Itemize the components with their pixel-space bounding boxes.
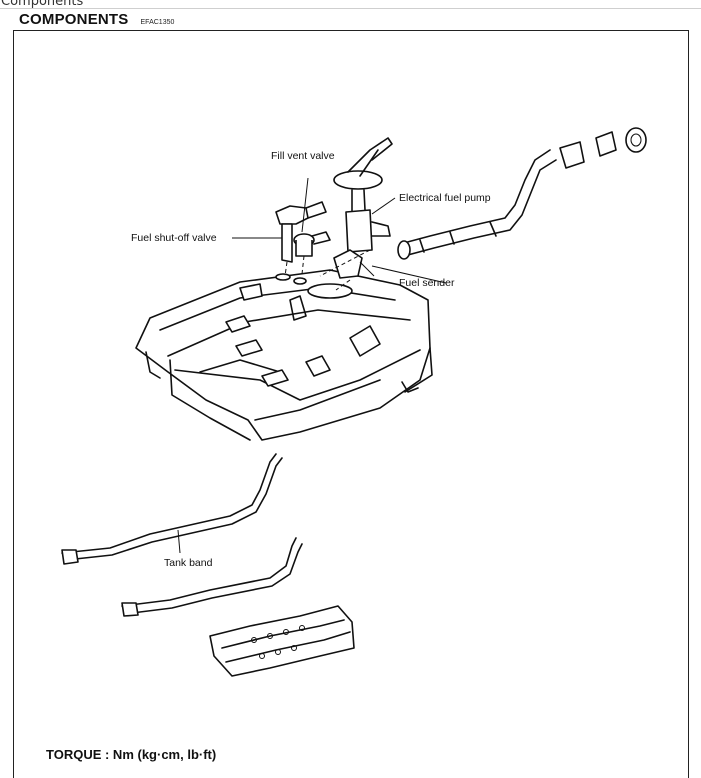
tank-band-upper bbox=[61, 453, 283, 565]
section-code: EFAC1350 bbox=[140, 19, 175, 26]
diagram-frame bbox=[13, 30, 689, 778]
callout-electrical-fuel-pump: Electrical fuel pump bbox=[399, 192, 491, 204]
header-divider bbox=[0, 8, 701, 9]
fuel-tank-drawing bbox=[135, 269, 433, 441]
tank-band-lower bbox=[121, 537, 303, 617]
section-title: COMPONENTS bbox=[19, 11, 129, 28]
torque-note: TORQUE : Nm (kg·cm, lb·ft) bbox=[46, 747, 217, 762]
leader-lines bbox=[177, 237, 447, 554]
callout-fuel-sender: Fuel sender bbox=[399, 277, 455, 289]
heat-shield-part bbox=[209, 605, 355, 677]
electrical-fuel-pump-part bbox=[319, 137, 396, 291]
filler-neck-part bbox=[397, 127, 647, 260]
fuel-shutoff-valve-part bbox=[275, 201, 327, 277]
callout-fuel-shutoff-valve: Fuel shut-off valve bbox=[131, 232, 217, 244]
page-heading: Components bbox=[1, 0, 84, 9]
fill-vent-valve-part bbox=[293, 177, 331, 275]
callout-tank-band: Tank band bbox=[164, 557, 213, 569]
section-header: COMPONENTS EFAC1350 bbox=[19, 11, 174, 28]
callout-fill-vent-valve: Fill vent valve bbox=[271, 150, 335, 162]
